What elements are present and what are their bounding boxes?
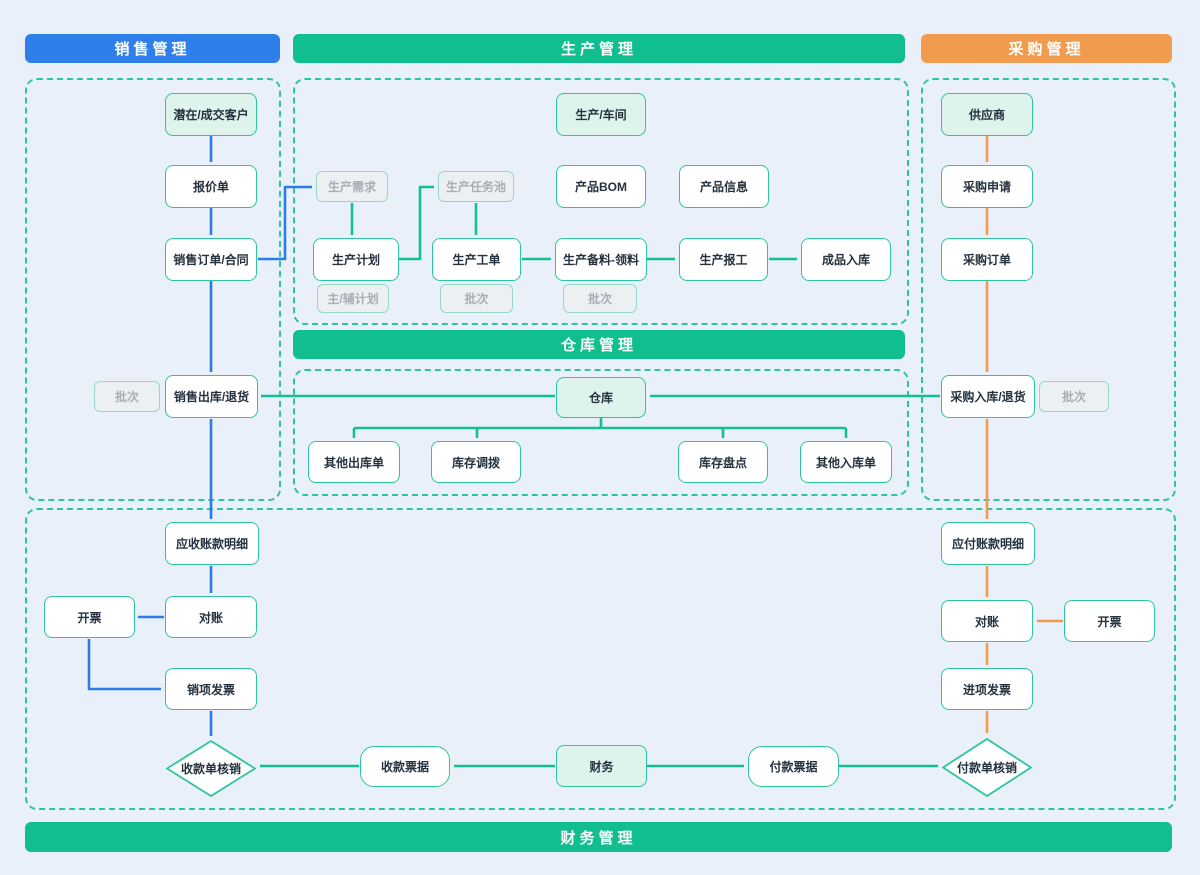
section-bar-finance: 财务管理	[25, 822, 1172, 852]
container-finance	[25, 508, 1176, 810]
node-purchase-request[interactable]: 采购申请	[941, 165, 1033, 208]
node-batch-sales[interactable]: 批次	[94, 381, 160, 412]
edge-plan-taskpool	[399, 185, 434, 261]
node-batch-material[interactable]: 批次	[563, 284, 637, 313]
node-finished-inbound[interactable]: 成品入库	[801, 238, 891, 281]
node-product-bom[interactable]: 产品BOM	[556, 165, 646, 208]
node-product-info[interactable]: 产品信息	[679, 165, 769, 208]
node-invoice-ar[interactable]: 开票	[44, 596, 135, 638]
node-receipt-note[interactable]: 收款票据	[360, 746, 450, 787]
node-sales-order[interactable]: 销售订单/合同	[165, 238, 257, 281]
node-prod-material[interactable]: 生产备料-领料	[555, 238, 647, 281]
diamond-shape	[942, 738, 1032, 797]
node-supplier[interactable]: 供应商	[941, 93, 1033, 136]
node-sales-invoice[interactable]: 销项发票	[165, 668, 257, 710]
node-receipt-verify[interactable]: 收款单核销	[166, 740, 256, 797]
node-other-outbound[interactable]: 其他出库单	[308, 441, 400, 483]
node-inventory-transfer[interactable]: 库存调拨	[431, 441, 521, 483]
node-main-aux-plan[interactable]: 主/辅计划	[317, 284, 389, 313]
node-sales-outbound[interactable]: 销售出库/退货	[165, 375, 258, 418]
section-bar-procurement: 采购管理	[921, 34, 1172, 63]
node-invoice-ap[interactable]: 开票	[1064, 600, 1155, 642]
node-other-inbound[interactable]: 其他入库单	[800, 441, 892, 483]
node-prod-workshop[interactable]: 生产/车间	[556, 93, 646, 136]
node-purchase-invoice[interactable]: 进项发票	[941, 668, 1033, 710]
container-procurement	[921, 78, 1176, 501]
node-warehouse[interactable]: 仓库	[556, 377, 646, 418]
node-inventory-check[interactable]: 库存盘点	[678, 441, 768, 483]
node-batch-workorder[interactable]: 批次	[440, 284, 513, 313]
node-payment-verify[interactable]: 付款单核销	[942, 738, 1032, 797]
section-bar-warehouse: 仓库管理	[293, 330, 905, 359]
container-warehouse	[293, 369, 909, 496]
node-customer[interactable]: 潜在/成交客户	[165, 93, 257, 136]
node-prod-demand[interactable]: 生产需求	[316, 171, 388, 202]
node-finance[interactable]: 财务	[556, 745, 647, 787]
node-receipt-verify-label: 收款单核销	[180, 762, 241, 776]
node-ap-detail[interactable]: 应付账款明细	[941, 522, 1035, 565]
section-bar-sales: 销售管理	[25, 34, 280, 63]
node-prod-plan[interactable]: 生产计划	[313, 238, 399, 281]
node-batch-purchase[interactable]: 批次	[1039, 381, 1109, 412]
node-purchase-order[interactable]: 采购订单	[941, 238, 1033, 281]
node-payment-verify-label: 付款单核销	[956, 761, 1017, 775]
edge-salesorder-proddemand	[258, 185, 312, 261]
node-prod-report[interactable]: 生产报工	[679, 238, 768, 281]
container-production	[293, 78, 909, 325]
node-purchase-inbound[interactable]: 采购入库/退货	[941, 375, 1035, 418]
node-ar-detail[interactable]: 应收账款明细	[165, 522, 259, 565]
edge-invoice-salesinvoice	[87, 639, 161, 691]
edge-warehouse-branch	[354, 418, 846, 430]
node-prod-workorder[interactable]: 生产工单	[432, 238, 521, 281]
node-quotation[interactable]: 报价单	[165, 165, 257, 208]
node-reconcile-ap[interactable]: 对账	[941, 600, 1033, 642]
node-prod-task-pool[interactable]: 生产任务池	[438, 171, 514, 202]
container-sales	[25, 78, 281, 501]
node-payment-note[interactable]: 付款票据	[748, 746, 839, 787]
diamond-shape	[166, 740, 256, 797]
node-reconcile-ar[interactable]: 对账	[165, 596, 257, 638]
section-bar-production: 生产管理	[293, 34, 905, 63]
